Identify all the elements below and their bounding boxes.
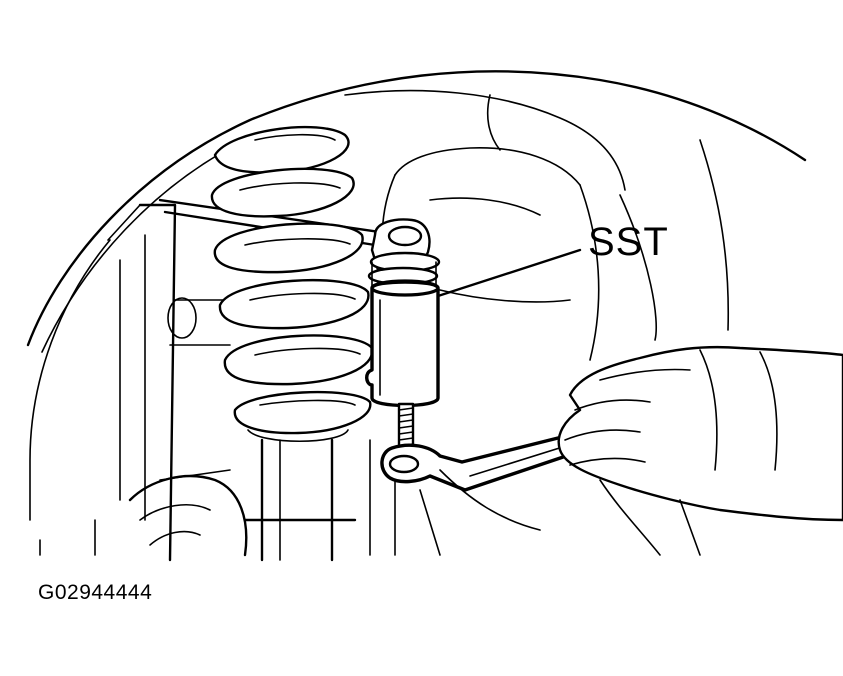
- coil-spring: [210, 125, 374, 435]
- shock-absorber: [243, 429, 357, 562]
- hand: [557, 345, 843, 522]
- vehicle-frame: [29, 203, 248, 562]
- sst-label: SST: [588, 220, 669, 264]
- figure-code: G02944444: [38, 581, 153, 604]
- lower-arm: [369, 439, 701, 556]
- sst-leader-line: [436, 248, 582, 298]
- sst-tool: [365, 279, 440, 408]
